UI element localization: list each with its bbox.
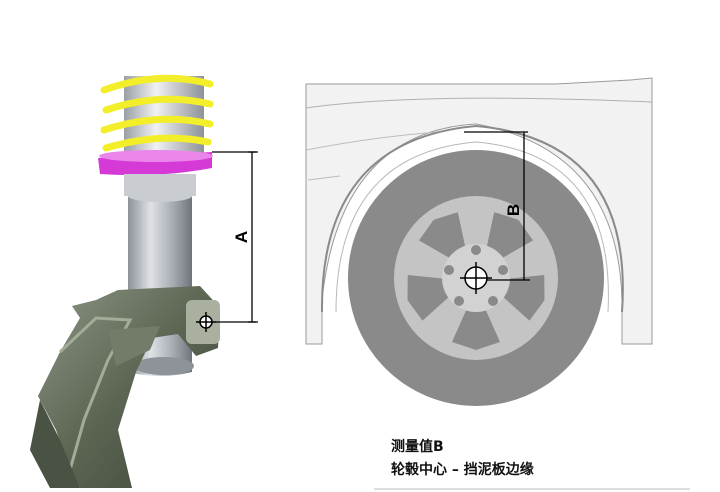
body-panel	[305, 77, 653, 345]
dimension-a	[212, 151, 258, 323]
strut-assembly	[30, 74, 220, 488]
steering-knuckle	[38, 286, 220, 488]
pivot-point-marker	[196, 312, 216, 332]
dimension-b-label: B	[504, 204, 523, 216]
lug-nuts	[444, 245, 508, 306]
dimension-a-label: A	[232, 231, 251, 243]
dimension-b	[464, 131, 530, 281]
caption-title: 测量值B	[391, 439, 444, 455]
wheel-arch-view	[305, 77, 653, 406]
coil-spring	[100, 74, 214, 152]
fender-arch	[320, 124, 624, 313]
hub-center-marker	[460, 262, 492, 294]
caption-description: 轮毂中心 – 挡泥板边缘	[391, 462, 534, 478]
rim-spokes	[407, 212, 545, 350]
